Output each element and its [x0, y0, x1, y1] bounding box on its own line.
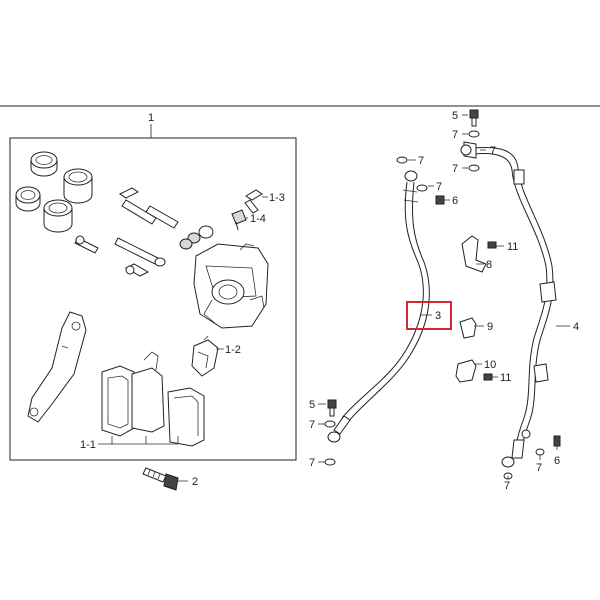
callout-11b: 11 — [500, 372, 511, 384]
callout-10: 10 — [484, 359, 496, 371]
callout-9: 9 — [487, 321, 493, 333]
callout-1-1: 1-1 — [80, 439, 96, 451]
callout-3: 3 — [435, 310, 441, 322]
brake-hose-4 — [460, 141, 557, 468]
highlight-box-part-3 — [406, 301, 452, 330]
clamp-bolts — [435, 195, 561, 447]
pad-spring — [191, 335, 219, 377]
clamp-screws — [483, 241, 497, 381]
brake-pads — [101, 351, 205, 447]
callout-7f: 7 — [309, 457, 315, 469]
callout-1-3: 1-3 — [269, 192, 285, 204]
leader-line-1-1 — [98, 436, 179, 445]
callout-2: 2 — [192, 476, 198, 488]
brake-hose-3 — [327, 170, 430, 443]
callout-4: 4 — [573, 321, 579, 333]
callout-8: 8 — [486, 259, 492, 271]
piston-seal-rings — [15, 151, 58, 212]
caliper-mount-bolt — [142, 467, 179, 491]
callout-7h: 7 — [536, 462, 542, 474]
hose-clamp-8 — [461, 235, 487, 273]
callout-7b: 7 — [452, 163, 458, 175]
callout-7a: 7 — [452, 129, 458, 141]
hose-clamp-10 — [455, 359, 477, 383]
callout-7e: 7 — [309, 419, 315, 431]
callout-6a: 6 — [452, 195, 458, 207]
callout-1-4: 1-4 — [250, 213, 266, 225]
callout-1-2: 1-2 — [225, 344, 241, 356]
bleed-screw — [244, 189, 263, 214]
caliper-pistons — [43, 168, 93, 233]
callout-1: 1 — [148, 112, 154, 124]
callout-11a: 11 — [507, 241, 518, 253]
sealing-washers — [324, 130, 545, 480]
caliper-assembly-group: 1 — [9, 112, 297, 461]
callout-7d: 7 — [436, 181, 442, 193]
callout-7i: 7 — [490, 145, 496, 157]
banjo-bolt-top — [469, 109, 479, 127]
hose-clamp-9 — [459, 317, 477, 339]
caliper-bracket — [27, 311, 87, 423]
caliper-assembly-frame — [9, 137, 297, 461]
banjo-bolt-bottom — [327, 399, 337, 417]
callout-5-top: 5 — [452, 110, 458, 122]
callout-7g: 7 — [504, 480, 510, 492]
callout-7c: 7 — [418, 155, 424, 167]
bleed-cap — [231, 209, 247, 231]
caliper-body — [193, 243, 269, 329]
slide-pins — [74, 187, 214, 277]
callout-6b: 6 — [554, 455, 560, 467]
callout-5-bottom: 5 — [309, 399, 315, 411]
